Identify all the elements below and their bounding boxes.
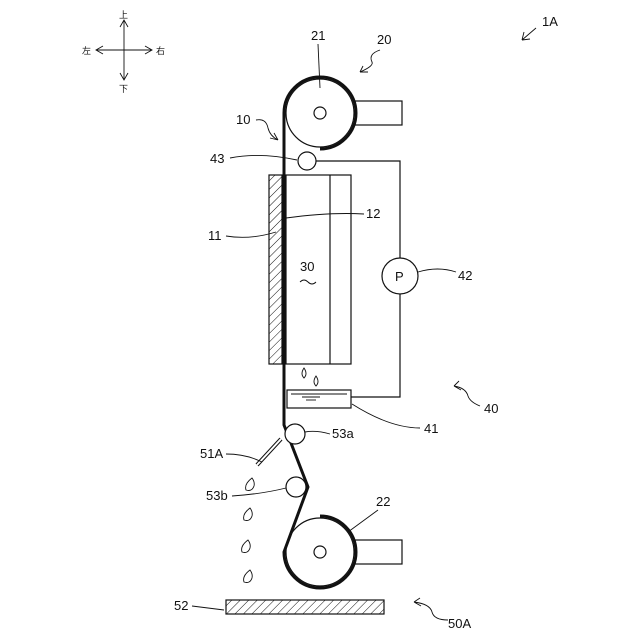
label-42: 42 bbox=[458, 268, 472, 283]
label-11: 11 bbox=[208, 228, 222, 243]
arrow-10 bbox=[256, 120, 278, 140]
label-10: 10 bbox=[236, 112, 250, 127]
upper-roller-assembly bbox=[286, 79, 402, 147]
lower-roller-assembly bbox=[286, 518, 402, 586]
label-40: 40 bbox=[484, 401, 498, 416]
label-51A: 51A bbox=[200, 446, 223, 461]
label-20: 20 bbox=[377, 32, 391, 47]
direction-down-label: 下 bbox=[119, 85, 128, 95]
collection-tray-52 bbox=[226, 600, 384, 614]
arrow-50A bbox=[414, 598, 448, 620]
pump-symbol: P bbox=[395, 269, 404, 284]
label-43: 43 bbox=[210, 151, 224, 166]
label-21: 21 bbox=[311, 28, 325, 43]
label-52: 52 bbox=[174, 598, 188, 613]
label-53a: 53a bbox=[332, 426, 354, 441]
label-30: 30 bbox=[300, 259, 314, 274]
direction-left-label: 左 bbox=[82, 45, 91, 57]
direction-indicator: 上 下 左 右 bbox=[82, 10, 165, 95]
drip-drops bbox=[302, 368, 318, 386]
roller-53a bbox=[285, 424, 305, 444]
direction-right-label: 右 bbox=[156, 45, 165, 57]
roller-53b bbox=[286, 477, 306, 497]
label-50A: 50A bbox=[448, 616, 471, 631]
roller-43 bbox=[298, 152, 316, 170]
tray-41 bbox=[287, 390, 351, 408]
label-53b: 53b bbox=[206, 488, 228, 503]
label-12: 12 bbox=[366, 206, 380, 221]
belt-10 bbox=[284, 77, 356, 588]
direction-up-label: 上 bbox=[119, 10, 128, 21]
arrow-20 bbox=[360, 50, 380, 72]
arrow-1A bbox=[522, 28, 536, 40]
arrow-40 bbox=[454, 381, 480, 406]
label-22: 22 bbox=[376, 494, 390, 509]
label-1A: 1A bbox=[542, 14, 558, 29]
label-41: 41 bbox=[424, 421, 438, 436]
